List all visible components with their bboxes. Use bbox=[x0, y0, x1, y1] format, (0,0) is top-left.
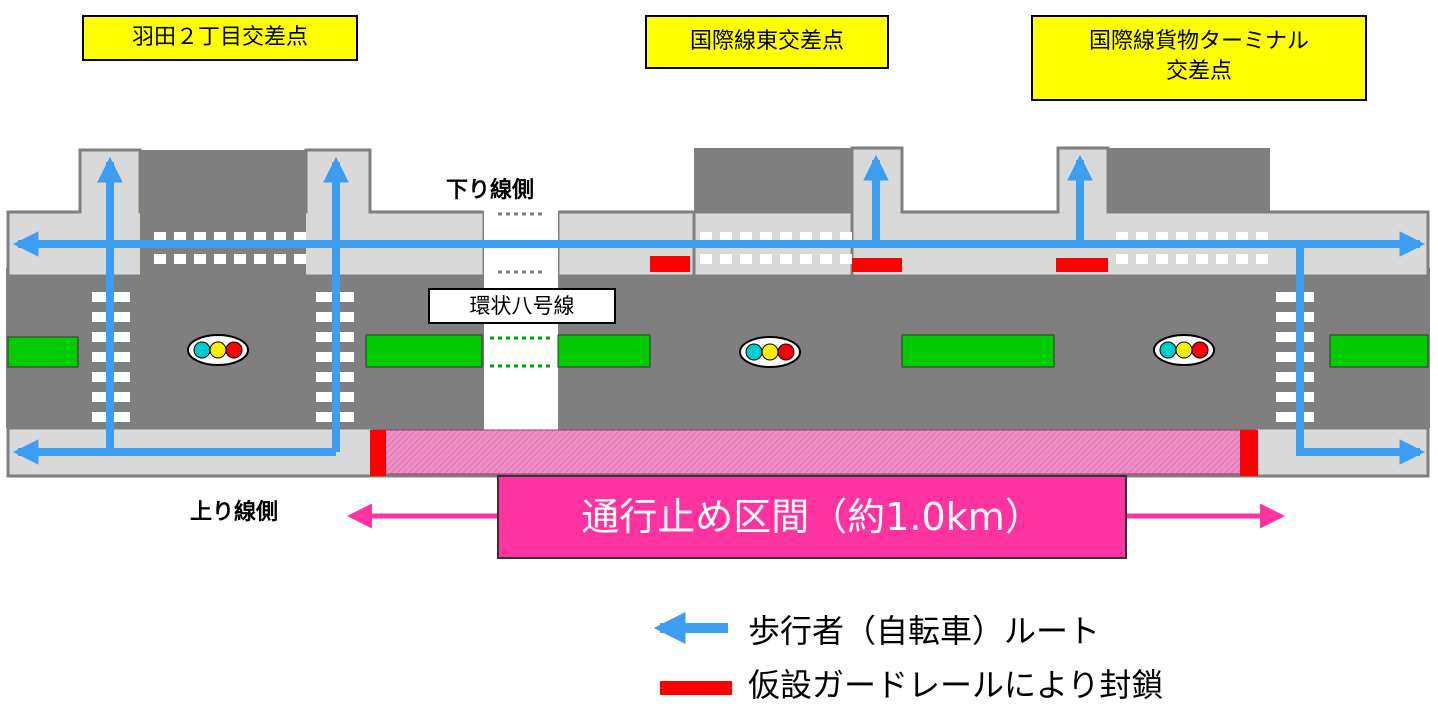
crosswalk-stripe bbox=[1216, 254, 1228, 264]
crosswalk-stripe bbox=[1276, 392, 1314, 402]
crosswalk-stripe bbox=[1116, 232, 1128, 241]
crosswalk-stripe bbox=[840, 232, 852, 241]
label-closure-section: 通行止め区間（約1.0km） bbox=[497, 475, 1127, 559]
crosswalk-stripe bbox=[1276, 352, 1314, 362]
crosswalk-stripe bbox=[760, 254, 772, 264]
label-outbound-side: 下り線側 bbox=[446, 178, 535, 203]
crosswalk-stripe bbox=[1176, 232, 1188, 241]
closure-zone bbox=[371, 429, 1257, 475]
crosswalk-stripe bbox=[1276, 312, 1314, 322]
crosswalk-stripe bbox=[1176, 254, 1188, 264]
crosswalk-stripe bbox=[740, 232, 752, 241]
crosswalk-stripe bbox=[1276, 332, 1314, 342]
crosswalk-stripe bbox=[1116, 254, 1128, 264]
crosswalk-stripe bbox=[1216, 232, 1228, 241]
label-cargo-terminal-intersection: 国際線貨物ターミナル 交差点 bbox=[1031, 15, 1367, 101]
crosswalk-stripe bbox=[820, 254, 832, 264]
crosswalk-stripe bbox=[1256, 254, 1268, 264]
crosswalk-stripe bbox=[780, 254, 792, 264]
crosswalk-stripe bbox=[194, 254, 206, 264]
traffic-signal-2 bbox=[739, 336, 801, 368]
crosswalk-stripe bbox=[214, 254, 226, 264]
crosswalk-stripe bbox=[174, 232, 186, 241]
crosswalk-stripe bbox=[154, 232, 166, 241]
crosswalk-stripe bbox=[154, 254, 166, 264]
guardrails bbox=[370, 256, 1258, 476]
label-cargo-line1: 国際線貨物ターミナル bbox=[1088, 29, 1309, 54]
crosswalk-stripe bbox=[800, 232, 812, 241]
traffic-signal-1 bbox=[187, 334, 249, 366]
crosswalk-stripe bbox=[1196, 232, 1208, 241]
crosswalk-stripe bbox=[1156, 232, 1168, 241]
crosswalk-stripe bbox=[214, 232, 226, 241]
crosswalk-stripe bbox=[1276, 412, 1314, 422]
median-strips bbox=[7, 334, 1429, 368]
crosswalk-stripe bbox=[800, 254, 812, 264]
crosswalk-stripe bbox=[274, 232, 286, 241]
crosswalk-stripe bbox=[294, 232, 306, 241]
crosswalk-stripe bbox=[780, 232, 792, 241]
crosswalk-stripe bbox=[1236, 254, 1248, 264]
crosswalk-stripe bbox=[1256, 232, 1268, 241]
crosswalk-stripe bbox=[720, 232, 732, 241]
crosswalk-stripe bbox=[1276, 292, 1314, 302]
crosswalk-stripe bbox=[194, 232, 206, 241]
crosswalk-stripe bbox=[274, 254, 286, 264]
crosswalk-stripe bbox=[740, 254, 752, 264]
label-kokusai-east-intersection: 国際線東交差点 bbox=[645, 15, 889, 69]
crosswalk-stripe bbox=[820, 232, 832, 241]
label-cargo-line2: 交差点 bbox=[1165, 59, 1232, 84]
legend-guardrail-icon bbox=[660, 681, 732, 695]
crosswalk-stripe bbox=[234, 232, 246, 241]
legend-pedestrian-route: 歩行者（自転車）ルート bbox=[748, 612, 1101, 650]
crosswalk-stripe bbox=[1136, 232, 1148, 241]
crosswalk-stripe bbox=[1196, 254, 1208, 264]
crosswalk-stripe bbox=[294, 254, 306, 264]
crosswalk-stripe bbox=[720, 254, 732, 264]
crosswalk-stripe bbox=[700, 232, 712, 241]
label-haneda2-intersection: 羽田２丁目交差点 bbox=[82, 15, 358, 61]
crosswalk-stripe bbox=[840, 254, 852, 264]
traffic-signal-3 bbox=[1153, 334, 1215, 366]
pedestrian-routes bbox=[12, 154, 1426, 465]
crosswalk-stripe bbox=[254, 254, 266, 264]
label-inbound-side: 上り線側 bbox=[190, 500, 279, 525]
label-road-name: 環状八号線 bbox=[428, 288, 616, 324]
legend-guardrail-closure: 仮設ガードレールにより封鎖 bbox=[748, 666, 1164, 704]
crosswalk-stripe bbox=[254, 232, 266, 241]
crosswalk-stripe bbox=[1276, 372, 1314, 382]
crosswalk-stripe bbox=[700, 254, 712, 264]
crosswalk-stripe bbox=[174, 254, 186, 264]
crosswalk-stripe bbox=[234, 254, 246, 264]
crosswalk-stripe bbox=[1236, 232, 1248, 241]
crosswalk-stripe bbox=[1136, 254, 1148, 264]
crosswalk-stripe bbox=[1156, 254, 1168, 264]
crosswalk-stripe bbox=[760, 232, 772, 241]
